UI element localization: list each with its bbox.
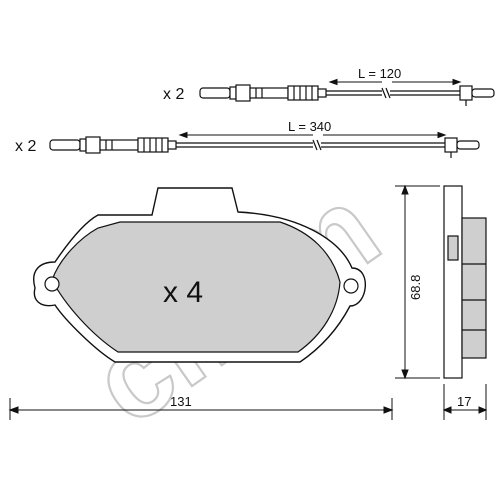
side-clip xyxy=(447,235,459,261)
sensor-probe xyxy=(456,140,480,150)
sensor-short-length-dim xyxy=(328,78,462,86)
wear-sensor-short xyxy=(199,84,495,106)
sensor-probe-head xyxy=(444,137,458,153)
wear-sensor-long xyxy=(49,136,480,158)
sensor-probe-head xyxy=(459,85,473,101)
pad-height-dim xyxy=(395,184,440,380)
sensor-plug-collar xyxy=(229,86,237,100)
sensor-short-length-label: L = 120 xyxy=(358,66,401,81)
pad-width-dim xyxy=(8,398,394,420)
sensor-short-quantity: x 2 xyxy=(163,86,184,103)
sensor-grommet xyxy=(287,85,319,101)
pad-quantity: x 4 xyxy=(163,276,203,309)
sensor-plug-tip xyxy=(199,87,231,99)
pad-width-label: 131 xyxy=(170,394,192,409)
side-friction-material xyxy=(461,217,487,359)
pad-thickness-dim xyxy=(442,384,488,420)
pad-friction-material xyxy=(51,221,341,353)
side-backing-plate xyxy=(443,185,463,379)
sensor-plug-collar xyxy=(79,138,87,152)
pad-height-label: 68.8 xyxy=(408,275,423,300)
pad-mounting-hole-left xyxy=(44,276,60,292)
pad-thickness-label: 17 xyxy=(457,394,471,409)
sensor-plug-tip xyxy=(49,139,81,151)
sensor-grommet xyxy=(137,137,169,153)
pad-side-view xyxy=(443,185,487,379)
sensor-probe xyxy=(471,88,495,98)
sensor-plug-body xyxy=(235,84,251,102)
sensor-plug-body xyxy=(85,136,101,154)
pad-mounting-hole-right xyxy=(343,278,359,294)
sensor-long-length-label: L = 340 xyxy=(288,119,331,134)
sensor-long-quantity: x 2 xyxy=(15,138,36,155)
sensor-long-length-dim xyxy=(178,131,447,139)
